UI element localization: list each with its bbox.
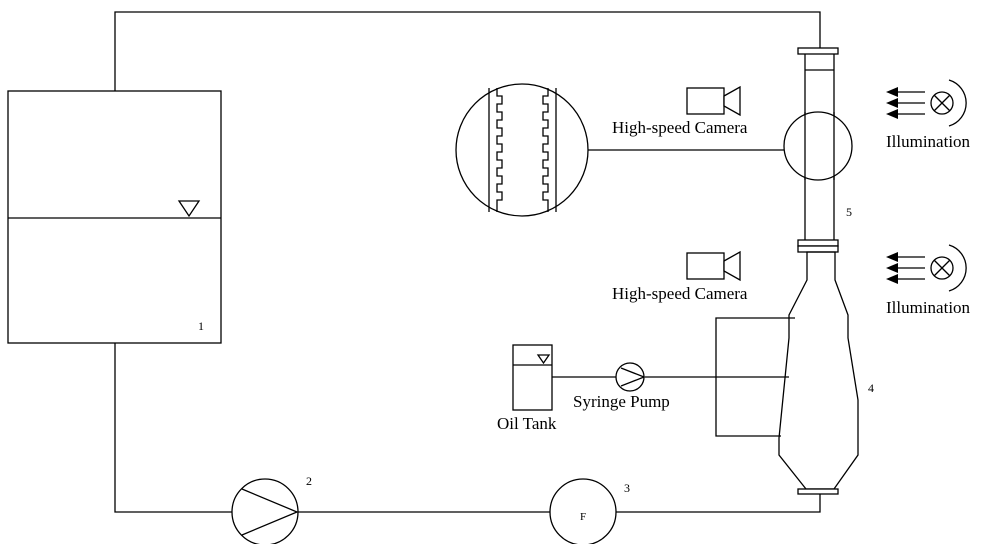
rough-wall-left [496, 88, 503, 212]
return-pipe [114, 11, 821, 91]
tank-outlet-pipe [114, 343, 232, 513]
tank-number-label: 1 [198, 319, 204, 333]
top-flange [797, 47, 839, 55]
illumination-top-label: Illumination [886, 132, 971, 151]
oil-tank: Oil Tank [497, 344, 557, 433]
rough-wall-right [542, 88, 549, 212]
centrifugal-pump-icon: 2 [231, 474, 312, 544]
pump-number-label: 2 [306, 474, 312, 488]
magnified-circle [455, 83, 589, 217]
lamp-crossed-circle-icon [930, 244, 967, 292]
chamber-number-label: 4 [868, 381, 874, 395]
light-arrows-icon [886, 252, 925, 284]
syringe-pump-label: Syringe Pump [573, 392, 670, 411]
test-section-number-label: 5 [846, 205, 852, 219]
flowmeter-number-label: 3 [624, 481, 630, 495]
video-camera-icon [686, 250, 741, 282]
mixing-chamber: 4 [715, 251, 874, 495]
camera-bottom-label: High-speed Camera [612, 284, 748, 303]
water-tank: 1 [7, 90, 222, 344]
oil-tank-label: Oil Tank [497, 414, 557, 433]
inverted-triangle-level-icon [536, 354, 551, 365]
observation-window [783, 111, 853, 181]
lamp-crossed-circle-icon [930, 79, 967, 127]
bottom-flange [797, 488, 839, 495]
middle-flange-upper [797, 239, 839, 247]
flowmeter-symbol-label: F [580, 511, 586, 523]
syringe-pump-icon [615, 362, 645, 392]
piping [114, 11, 821, 513]
syringe-pump: Syringe Pump [573, 362, 670, 411]
test-section: 5 [783, 47, 853, 253]
magnified-view [455, 83, 784, 217]
inverted-triangle-level-icon [177, 200, 201, 218]
flowmeter-circle-icon: F 3 [549, 478, 630, 544]
video-camera-icon [686, 85, 741, 117]
camera-top-label: High-speed Camera [612, 118, 748, 137]
middle-flange-lower [797, 245, 839, 253]
injection-manifold [715, 317, 795, 437]
illumination-bottom-label: Illumination [886, 298, 971, 317]
light-arrows-icon [886, 87, 925, 119]
flowmeter-to-chamber-pipe [616, 494, 821, 513]
